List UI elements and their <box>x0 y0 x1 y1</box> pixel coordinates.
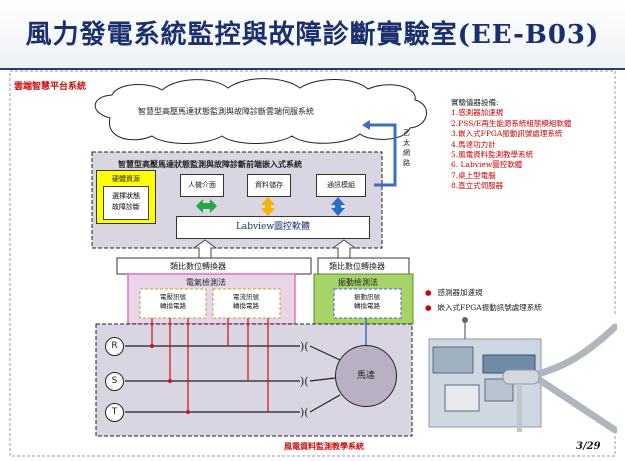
equipment-list: 實驗儀器設備: 1.感測器加速規 2.PSS/E再生能源系統組態模組軟體 3.嵌… <box>451 98 571 192</box>
phase-r: R <box>105 337 124 356</box>
cloud-server-label: 智慧型高壓馬達狀態監測與故障診斷雲端伺服系統 <box>138 107 314 116</box>
equipment-item: 4.馬達功力計 <box>451 139 496 149</box>
arrow-orange <box>261 197 275 212</box>
equipment-item: 3.嵌入式FPGA振動訊號處理系統 <box>451 129 563 139</box>
break-mark-r: )( <box>300 340 309 353</box>
equipment-item: 2.PSS/E再生能源系統組態模組軟體 <box>451 118 572 128</box>
current-sense-box <box>212 288 281 319</box>
hmi-box: 人機介面 <box>180 174 224 197</box>
arrow-blue-lower <box>331 208 345 216</box>
cloud-shape <box>94 78 427 144</box>
ethernet-arrow-head <box>362 120 370 130</box>
photo-device-4 <box>444 384 480 412</box>
comm-module-box: 通訊模組 <box>316 174 366 197</box>
adc-right-label: 類比數位轉換器 <box>329 262 385 271</box>
turbine-blade-2 <box>531 373 617 434</box>
vibration-sense-box <box>333 288 402 319</box>
equipment-item: 7.桌上型電腦 <box>451 170 496 180</box>
bullet-item: ●嵌入式FPGA振動訊號處理系統 <box>425 303 542 312</box>
ethernet-link <box>368 123 397 187</box>
vibration-detect-label: 振動檢測法 <box>338 278 378 287</box>
ethernet-label: 乙 太 網 路 <box>403 129 410 167</box>
hardware-resource-label: 硬體資源 <box>112 175 140 183</box>
fpga-system-photo <box>425 315 617 435</box>
voltage-sense-label: 電壓訊號轉換電路 <box>160 293 186 310</box>
photo-device-1 <box>432 346 474 374</box>
arrow-orange-lower <box>261 208 275 216</box>
turbine-nacelle <box>502 369 540 385</box>
bullet-list: ●感測器加速規 ●嵌入式FPGA振動訊號處理系統 <box>425 285 542 315</box>
platform-label: 雲端智慧平台系統 <box>14 82 87 92</box>
equipment-header: 實驗儀器設備: <box>451 98 499 107</box>
labview-box: Labview圖控軟體 <box>176 216 370 239</box>
page-number: 3/29 <box>576 441 601 452</box>
electrical-detect-label: 電氣檢測法 <box>186 278 226 287</box>
equipment-item: 8.直立式伺服器 <box>451 181 504 191</box>
diagnosis-line-1: 選擇狀態 <box>112 192 140 200</box>
current-sense-label: 電流訊號轉換電路 <box>233 293 259 310</box>
phase-s: S <box>105 372 124 391</box>
turbine-blade-1 <box>531 323 617 379</box>
voltage-sense-box <box>139 288 207 319</box>
motor: 馬達 <box>335 345 397 407</box>
arrow-blue <box>331 197 345 212</box>
outer-dashed-frame <box>9 70 616 457</box>
turbine-tower <box>517 384 522 432</box>
title-bar: 風力發電系統監控與故障診斷實驗室(EE-B03) <box>0 0 625 70</box>
photo-device-3 <box>484 378 514 402</box>
phase-t: T <box>105 403 124 422</box>
embedded-system-title: 智慧型高壓馬達狀態監測與故障診斷前端嵌入式系統 <box>118 159 302 169</box>
equipment-item: 1.感測器加速規 <box>451 108 504 118</box>
equipment-item: 5.風電資料監測教學系統 <box>451 150 534 160</box>
equipment-item: 6. Labview圖控軟體 <box>451 160 523 170</box>
bullet-item: ●感測器加速規 <box>425 288 483 297</box>
break-mark-t: )( <box>300 406 309 419</box>
arrow-green <box>196 199 217 213</box>
diagnosis-box: 選擇狀態 故障診斷 <box>103 186 149 220</box>
vibration-sense-label: 振動訊號轉換電路 <box>354 293 380 310</box>
slide-title: 風力發電系統監控與故障診斷實驗室(EE-B03) <box>25 20 600 50</box>
diagnosis-line-2: 故障診斷 <box>112 203 140 211</box>
database-box: 資料儲存 <box>247 174 291 197</box>
break-mark-s: )( <box>300 375 309 388</box>
bottom-system-label: 風電資料監測教學系統 <box>284 441 364 451</box>
adc-left-label: 類比數位轉換器 <box>170 262 226 271</box>
